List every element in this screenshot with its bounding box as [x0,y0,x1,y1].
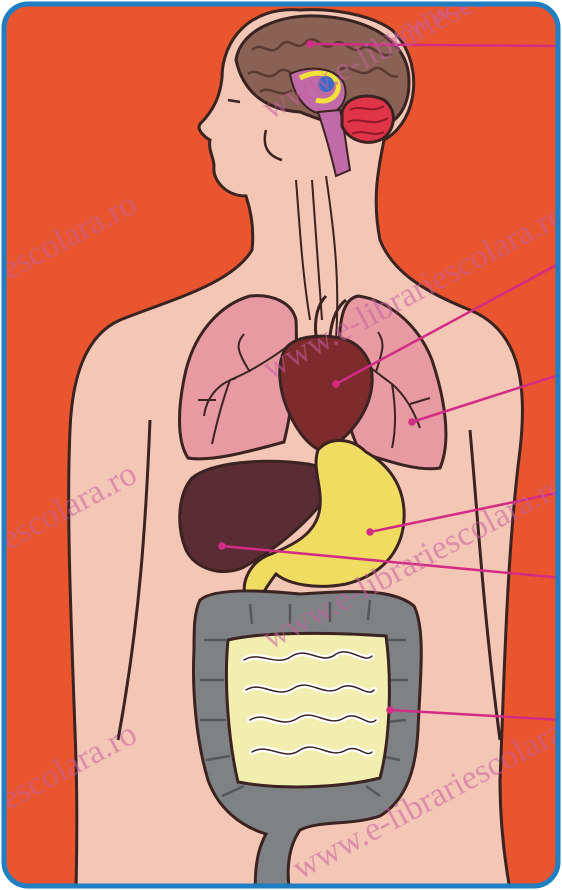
pointer-dot-lungs [410,420,415,425]
pointer-dot-intestine [388,708,393,713]
pointer-dot-heart [334,382,339,387]
pointer-dot-brain [308,42,313,47]
pointer-dot-liver [220,544,225,549]
pointer-dot-stomach [368,530,373,535]
